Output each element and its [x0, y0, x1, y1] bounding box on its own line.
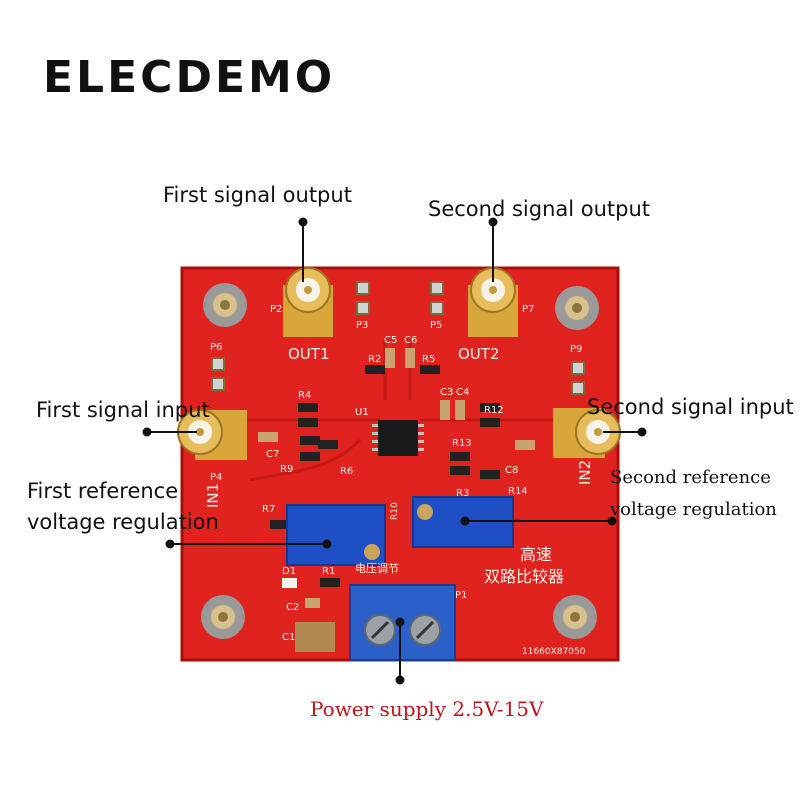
silk-u1: U1 [355, 407, 369, 418]
label-second-reference-line2: voltage regulation [610, 499, 777, 520]
screw-terminal-p1 [349, 584, 456, 661]
silk-in2: IN2 [576, 460, 594, 485]
silk-p9: P9 [570, 344, 582, 355]
silk-r13: R13 [452, 438, 472, 449]
sma-connector-out2 [468, 267, 518, 337]
silk-r10: R10 [390, 502, 400, 520]
label-first-signal-output: First signal output [163, 183, 352, 207]
label-power-supply: Power supply 2.5V-15V [310, 697, 544, 721]
sma-connector-in2 [553, 408, 621, 458]
silk-c2: C2 [286, 602, 299, 613]
silk-board-size: 11660X87050 [522, 647, 586, 657]
silk-in1: IN1 [204, 483, 222, 508]
silk-p4: P4 [210, 472, 222, 483]
label-second-signal-input: Second signal input [587, 395, 794, 419]
silk-r4: R4 [298, 390, 311, 401]
silk-c5: C5 [384, 335, 397, 346]
label-first-signal-input: First signal input [36, 398, 210, 422]
silk-r9: R9 [280, 464, 293, 475]
silk-r6: R6 [340, 466, 353, 477]
sma-connector-in1 [177, 409, 247, 460]
mounting-screw-bl [201, 595, 245, 639]
silk-p7: P7 [522, 304, 534, 315]
silk-r1: R1 [322, 566, 335, 577]
silk-r3: R3 [456, 488, 469, 499]
smd-capacitors [258, 348, 535, 608]
silk-p3: P3 [356, 320, 368, 331]
silk-c1: C1 [282, 632, 295, 643]
header-pins [211, 281, 585, 395]
label-second-reference-line1: Second reference [610, 467, 771, 488]
silk-d1: D1 [282, 566, 296, 577]
silk-c3: C3 [440, 387, 453, 398]
label-second-signal-output: Second signal output [428, 197, 651, 221]
silk-chinese-voltage: 电压调节 [355, 562, 399, 575]
smd-resistors [270, 365, 500, 587]
silk-out1: OUT1 [288, 345, 330, 363]
silk-chinese-line1: 高速 [520, 545, 552, 564]
silk-p5: P5 [430, 320, 442, 331]
silk-r14: R14 [508, 486, 528, 497]
label-first-reference-line2: voltage regulation [27, 510, 219, 534]
silk-c8: C8 [505, 465, 518, 476]
ic-u1 [372, 420, 424, 456]
sma-connector-out1 [283, 267, 333, 337]
silk-c7: C7 [266, 449, 279, 460]
silk-r7: R7 [262, 504, 275, 515]
silk-r5: R5 [422, 354, 435, 365]
silk-c6: C6 [404, 335, 417, 346]
silk-p2: P2 [270, 304, 282, 315]
potentiometer-1 [286, 504, 386, 566]
callout-lines [142, 217, 647, 685]
silk-r12: R12 [484, 405, 504, 416]
mounting-screw-br [553, 595, 597, 639]
silk-out2: OUT2 [458, 345, 500, 363]
mounting-screw-tr [555, 286, 599, 330]
capacitor-c1 [295, 622, 335, 652]
silk-r2: R2 [368, 354, 381, 365]
silk-chinese-line2: 双路比较器 [484, 567, 564, 586]
brand-logo: ELECDEMO [43, 52, 336, 103]
label-first-reference-line1: First reference [27, 479, 179, 503]
silk-c4: C4 [456, 387, 469, 398]
silk-p1: P1 [455, 590, 467, 601]
silk-p6: P6 [210, 342, 222, 353]
mounting-screw-tl [203, 283, 247, 327]
led-d1 [282, 578, 297, 588]
